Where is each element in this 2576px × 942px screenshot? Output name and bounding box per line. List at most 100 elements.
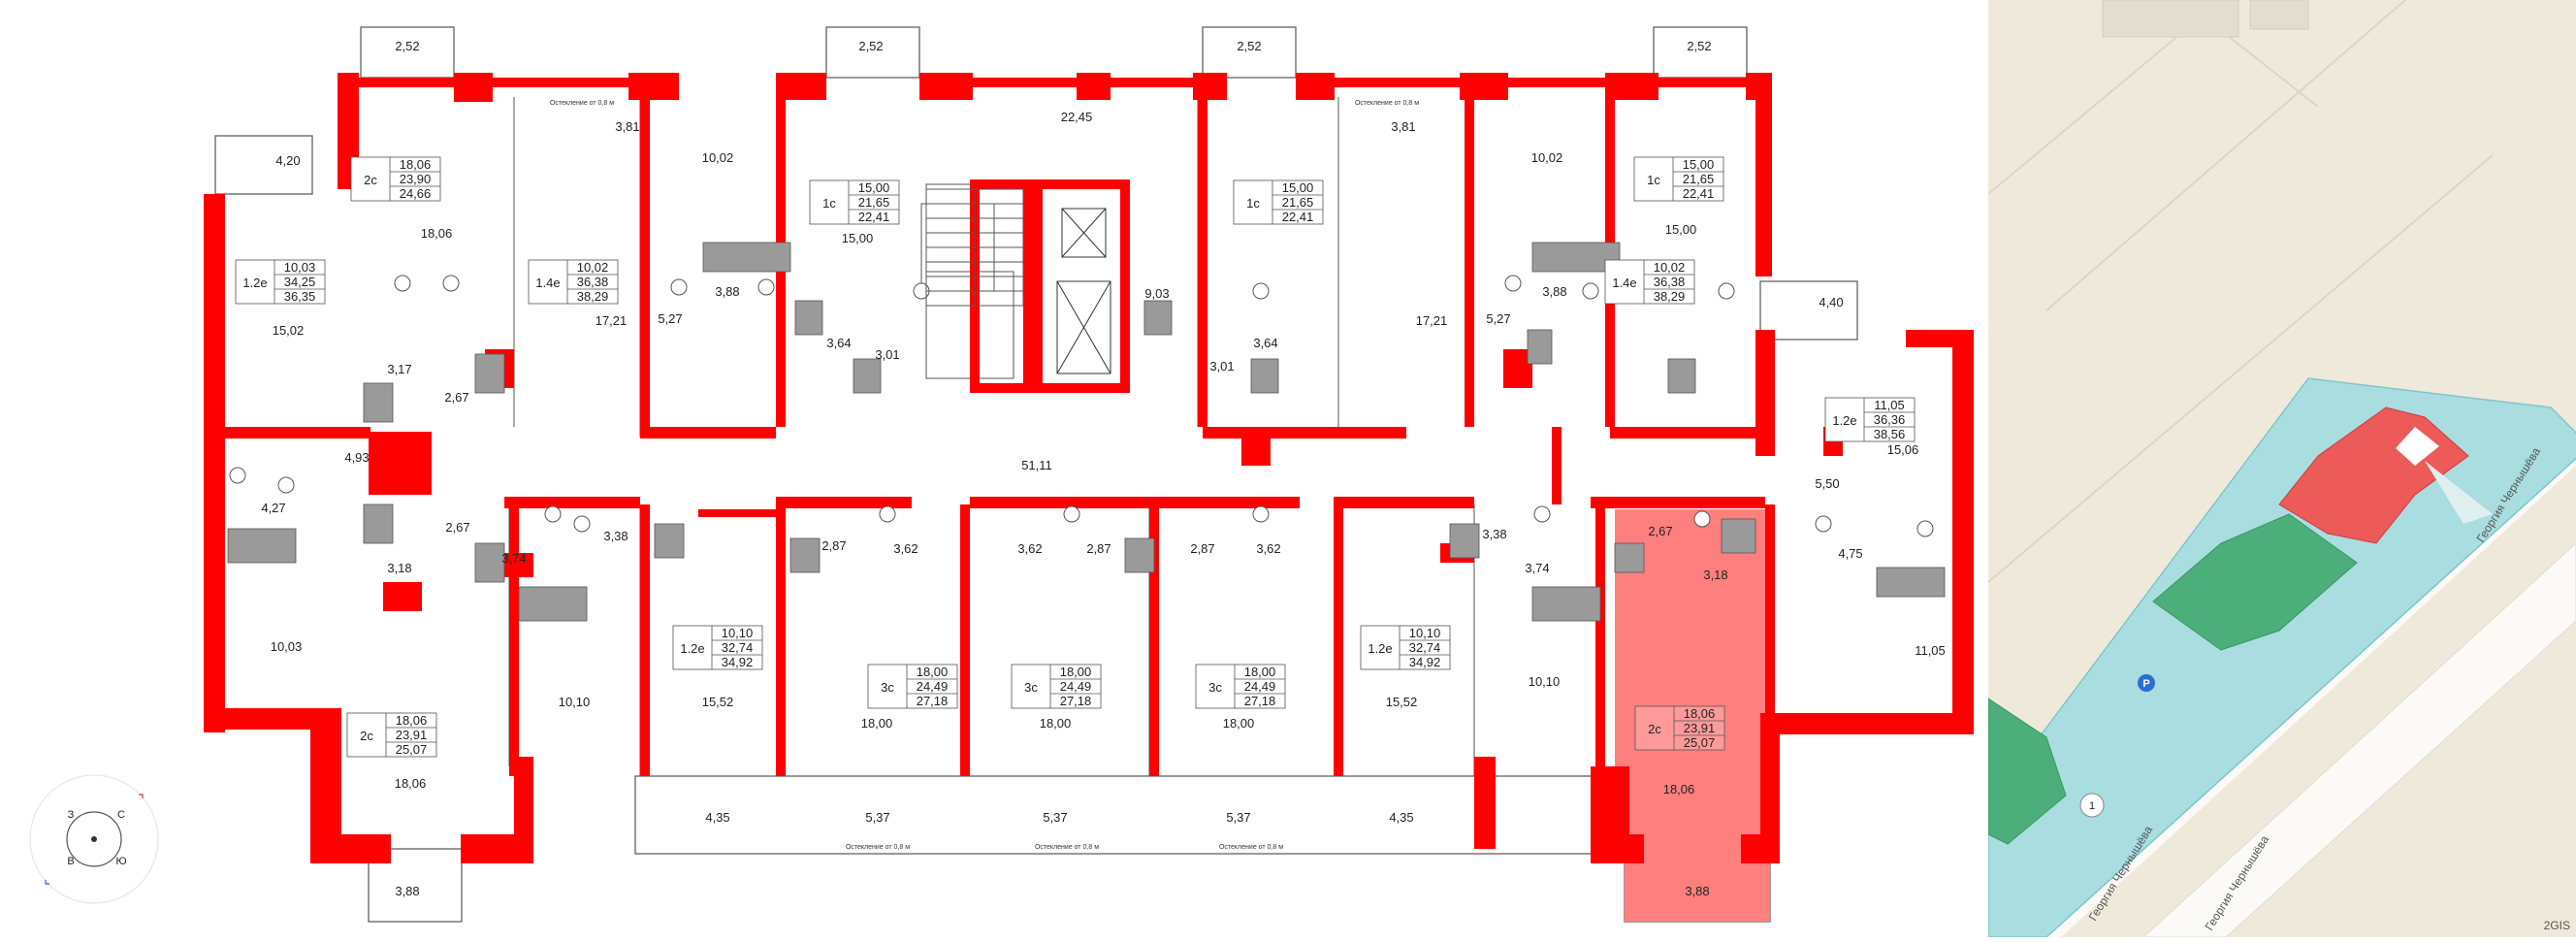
- room-area-label: 3,64: [826, 336, 851, 350]
- apartment-full-area: 38,29: [1654, 289, 1686, 304]
- room-area-label: 15,00: [1665, 222, 1697, 237]
- apartment-type: 3с: [1024, 680, 1038, 695]
- room-area-label: 3,88: [1542, 284, 1566, 299]
- apartment-living-area: 18,06: [1684, 706, 1716, 721]
- room-area-label: 18,00: [1040, 716, 1072, 731]
- room-area-label: 15,02: [273, 323, 305, 338]
- lifts[interactable]: [1056, 208, 1111, 374]
- apartment-living-area: 10,10: [1409, 626, 1441, 640]
- compass[interactable]: З С В Ю: [29, 774, 159, 904]
- room-area-label: 2,87: [1086, 541, 1111, 556]
- apartment-total-area: 36,36: [1874, 412, 1906, 427]
- apartment-living-area: 18,06: [396, 713, 428, 728]
- apartment-tag-box: [528, 259, 619, 305]
- apartment-full-area: 27,18: [917, 694, 949, 708]
- apartment-tag-box: [1634, 705, 1725, 751]
- room-area-label: 3,81: [615, 119, 639, 134]
- apartment-type: 1.4е: [535, 276, 560, 290]
- loggia-left: [214, 135, 313, 195]
- room-area-label: 2,87: [821, 538, 846, 553]
- parking-icon[interactable]: [2138, 674, 2155, 692]
- room-area-label: 3,62: [1017, 541, 1042, 556]
- apartment-total-area: 34,25: [284, 275, 316, 289]
- map-attribution: 2GIS: [2544, 919, 2570, 932]
- room-area-label: 10,02: [1531, 150, 1563, 165]
- room-area-label: 15,52: [702, 695, 734, 709]
- apartment-type: 1с: [1647, 173, 1660, 187]
- room-area-label: 10,10: [559, 695, 591, 709]
- apartment-living-area: 15,00: [1683, 157, 1715, 172]
- apartment-total-area: 23,91: [1684, 721, 1716, 735]
- apartment-tag-box: [1633, 156, 1724, 202]
- glazing-note: Остекление от 0,8 м: [1219, 844, 1283, 851]
- room-area-label: 2,87: [1190, 541, 1214, 556]
- stair-hall-area-label: 22,45: [1061, 110, 1093, 124]
- floor-plan-drawing: 2,52 2,52 2,52 2,52 3,88 3,88 4,20 4,40 …: [29, 26, 1974, 923]
- apartment-total-area: 23,91: [396, 728, 428, 742]
- apartment-tag-box: [1233, 179, 1324, 225]
- balcony-area-label: 3,88: [1685, 884, 1709, 898]
- apartment-living-area: 15,00: [1282, 180, 1314, 195]
- compass-center: [91, 836, 97, 842]
- apartment-tag-box: [809, 179, 900, 225]
- compass-east: В: [67, 856, 74, 867]
- lift-lobby-area-label: 9,03: [1144, 286, 1169, 301]
- bathtub-4: [518, 586, 588, 622]
- room-area-label: 18,00: [861, 716, 893, 731]
- apartment-total-area: 24,49: [1060, 679, 1092, 694]
- apartment-tags: 2с18,0623,9024,661.2е10,0334,2536,351.4е…: [235, 156, 1916, 758]
- room-area-label: 3,74: [1525, 561, 1549, 575]
- room-area-label: 3,88: [715, 284, 739, 299]
- balcony-area-label: 2,52: [1687, 39, 1711, 53]
- entrance-marker[interactable]: [2079, 793, 2105, 818]
- main-road: [2142, 542, 2576, 937]
- location-map[interactable]: P 1 Георгия Чернышёва Георгия Чернышёва …: [1988, 0, 2576, 937]
- apartment-full-area: 22,41: [1683, 186, 1715, 201]
- balcony-bottom-1: [368, 848, 463, 923]
- apartment-living-area: 18,06: [400, 157, 432, 172]
- loggia-right: [1759, 280, 1858, 341]
- bathtub-1: [227, 528, 297, 564]
- apartment-full-area: 34,92: [1409, 655, 1441, 669]
- room-area-label: 3,01: [875, 347, 899, 362]
- apartment-full-area: 24,66: [400, 186, 432, 201]
- apartment-total-area: 32,74: [1409, 640, 1441, 655]
- bathtub-2: [702, 242, 791, 273]
- apartment-type: 3с: [881, 680, 894, 695]
- apartment-total-area: 23,90: [400, 172, 432, 186]
- apartment-living-area: 10,03: [284, 260, 316, 275]
- view-cone: [2425, 461, 2493, 524]
- room-area-label: 10,10: [1529, 674, 1561, 689]
- apartment-tag-box: [867, 664, 958, 709]
- apartment-tag-box: [1195, 664, 1286, 709]
- staircase[interactable]: [925, 188, 1024, 307]
- room-area-label: 5,27: [658, 311, 682, 326]
- building-green[interactable]: [1988, 698, 2067, 845]
- entrance-number: 1: [2089, 800, 2095, 812]
- compass-corner-mark: [45, 880, 49, 885]
- apartment-type: 2с: [364, 173, 377, 187]
- building-green[interactable]: [2152, 513, 2358, 651]
- apartment-tag-box: [1824, 397, 1916, 442]
- room-area-label: 2,67: [444, 390, 468, 405]
- floor-plan: 2,52 2,52 2,52 2,52 3,88 3,88 4,20 4,40 …: [29, 26, 1974, 923]
- apartment-type: 1.2е: [242, 276, 267, 290]
- room-area-label: 5,37: [1043, 810, 1067, 825]
- glazing-note: Остекление от 0,8 м: [1035, 844, 1099, 851]
- apartment-living-area: 10,02: [577, 260, 609, 275]
